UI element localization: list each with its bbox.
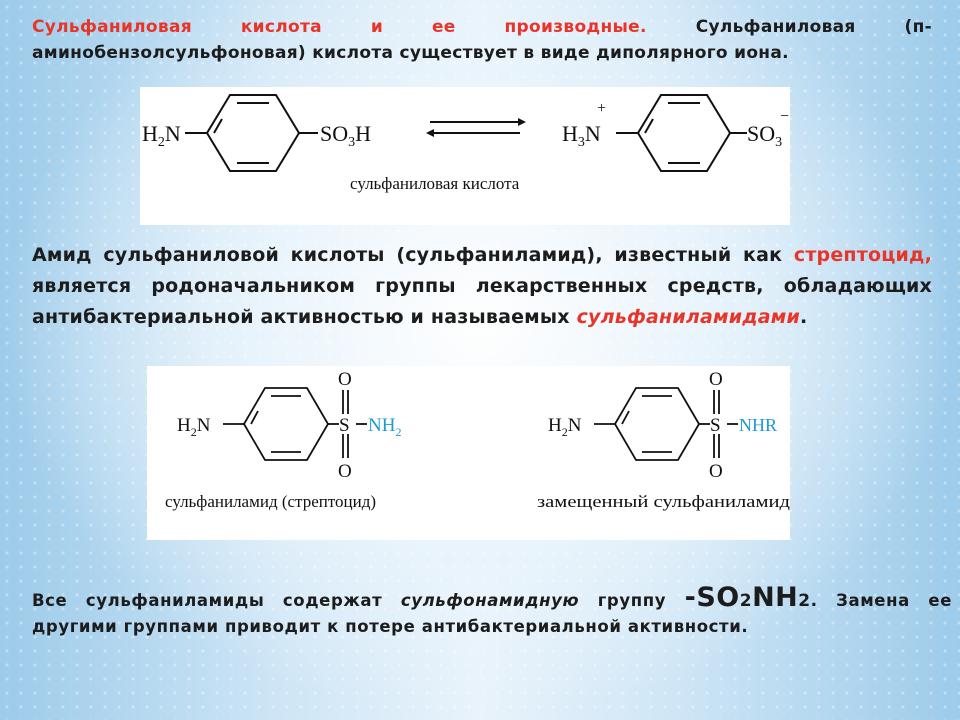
- left-amine-label: H2N: [142, 121, 181, 150]
- negative-charge: −: [780, 108, 789, 125]
- amine-label-right: H2N: [548, 415, 582, 439]
- nh2-group: NH2: [368, 415, 401, 439]
- benzene-ring-substituted: [613, 387, 701, 461]
- positive-charge: +: [597, 100, 606, 117]
- sulfonamide-italic: сульфонамидную: [400, 591, 580, 610]
- sulfanilamide-paragraph: Амид сульфаниловой кислоты (сульфанилами…: [32, 244, 932, 328]
- right-sulfonate-label: SO3: [747, 121, 782, 150]
- nhr-group: NHR: [739, 415, 777, 435]
- scheme-caption: сульфаниловая кислота: [350, 174, 520, 193]
- substituted-sulfonamide-caption: замещенный сульфаниламид: [537, 492, 790, 511]
- benzene-ring-sulfanilamide: [242, 387, 330, 461]
- oxygen-bottom-left: O: [338, 461, 352, 482]
- sulfonamides-highlight: сульфаниламидами: [576, 306, 801, 328]
- sulfanilamide-structures: H2N O S O NH2 сульфаниламид (стрептоцид)…: [147, 366, 790, 540]
- right-ammonium-label: H3N: [562, 121, 601, 150]
- benzene-ring-left: [205, 94, 301, 172]
- structures-diagram: H2N O S O NH2 сульфаниламид (стрептоцид)…: [165, 369, 790, 511]
- oxygen-top-left: O: [338, 369, 352, 390]
- sulfanilic-acid-scheme: H2N SO3H H3N + SO3 − сульфаниловая кисло…: [140, 87, 790, 225]
- section-title: Сульфаниловая кислота и ее производные.: [32, 17, 647, 37]
- oxygen-top-right: O: [709, 369, 723, 390]
- intro-paragraph: Сульфаниловая кислота и ее производные. …: [32, 14, 932, 66]
- intro-text: Сульфаниловая (п-аминобензолсульфоновая)…: [32, 17, 932, 63]
- benzene-ring-right: [636, 94, 732, 172]
- sulfonamide-formula: -SO2NH2.: [684, 582, 818, 613]
- amine-label-left: H2N: [177, 415, 211, 439]
- sulfur-left: S: [339, 415, 350, 436]
- streptocide-highlight: стрептоцид,: [793, 244, 932, 266]
- oxygen-bottom-right: O: [709, 461, 723, 482]
- sulfanilamide-caption: сульфаниламид (стрептоцид): [165, 492, 376, 511]
- sulfur-right: S: [710, 415, 721, 436]
- left-sulfonic-label: SO3H: [320, 121, 371, 150]
- equilibrium-diagram: H2N SO3H H3N + SO3 − сульфаниловая кисло…: [142, 94, 789, 193]
- conclusion-paragraph: Все сульфаниламиды содержат сульфонамидн…: [32, 582, 952, 636]
